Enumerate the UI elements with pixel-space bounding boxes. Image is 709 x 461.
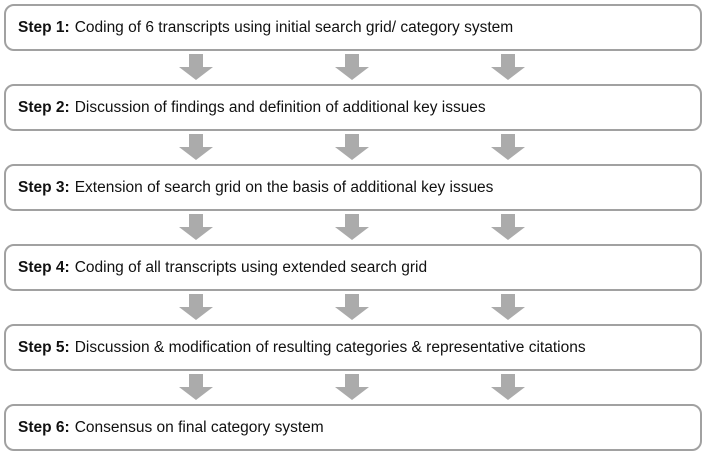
down-arrow-icon	[179, 294, 213, 320]
step-5-text: Discussion & modification of resulting c…	[74, 338, 586, 356]
down-arrow-icon	[335, 54, 369, 80]
step-6-label: Step 6:	[18, 418, 70, 436]
down-arrow-icon	[491, 134, 525, 160]
step-2-box: Step 2: Discussion of findings and defin…	[4, 84, 702, 131]
down-arrow-icon	[179, 374, 213, 400]
down-arrow-icon	[491, 54, 525, 80]
step-6-text: Consensus on final category system	[74, 418, 324, 436]
step-1-label: Step 1:	[18, 18, 70, 36]
down-arrow-icon	[179, 54, 213, 80]
step-4-text: Coding of all transcripts using extended…	[74, 258, 428, 276]
down-arrow-icon	[335, 294, 369, 320]
step-1-box: Step 1: Coding of 6 transcripts using in…	[4, 4, 702, 51]
connector-row-2	[0, 131, 709, 164]
down-arrow-icon	[179, 134, 213, 160]
connector-row-3	[0, 211, 709, 244]
step-5-label: Step 5:	[18, 338, 70, 356]
step-6-box: Step 6: Consensus on final category syst…	[4, 404, 702, 451]
connector-row-5	[0, 371, 709, 404]
step-3-text: Extension of search grid on the basis of…	[74, 178, 494, 196]
down-arrow-icon	[491, 294, 525, 320]
connector-row-4	[0, 291, 709, 324]
connector-row-1	[0, 51, 709, 84]
step-3-box: Step 3: Extension of search grid on the …	[4, 164, 702, 211]
down-arrow-icon	[335, 374, 369, 400]
down-arrow-icon	[491, 374, 525, 400]
down-arrow-icon	[335, 134, 369, 160]
step-4-box: Step 4: Coding of all transcripts using …	[4, 244, 702, 291]
down-arrow-icon	[179, 214, 213, 240]
down-arrow-icon	[491, 214, 525, 240]
step-1-text: Coding of 6 transcripts using initial se…	[74, 18, 514, 36]
step-5-box: Step 5: Discussion & modification of res…	[4, 324, 702, 371]
step-2-label: Step 2:	[18, 98, 70, 116]
step-3-label: Step 3:	[18, 178, 70, 196]
down-arrow-icon	[335, 214, 369, 240]
step-2-text: Discussion of findings and definition of…	[74, 98, 486, 116]
step-4-label: Step 4:	[18, 258, 70, 276]
